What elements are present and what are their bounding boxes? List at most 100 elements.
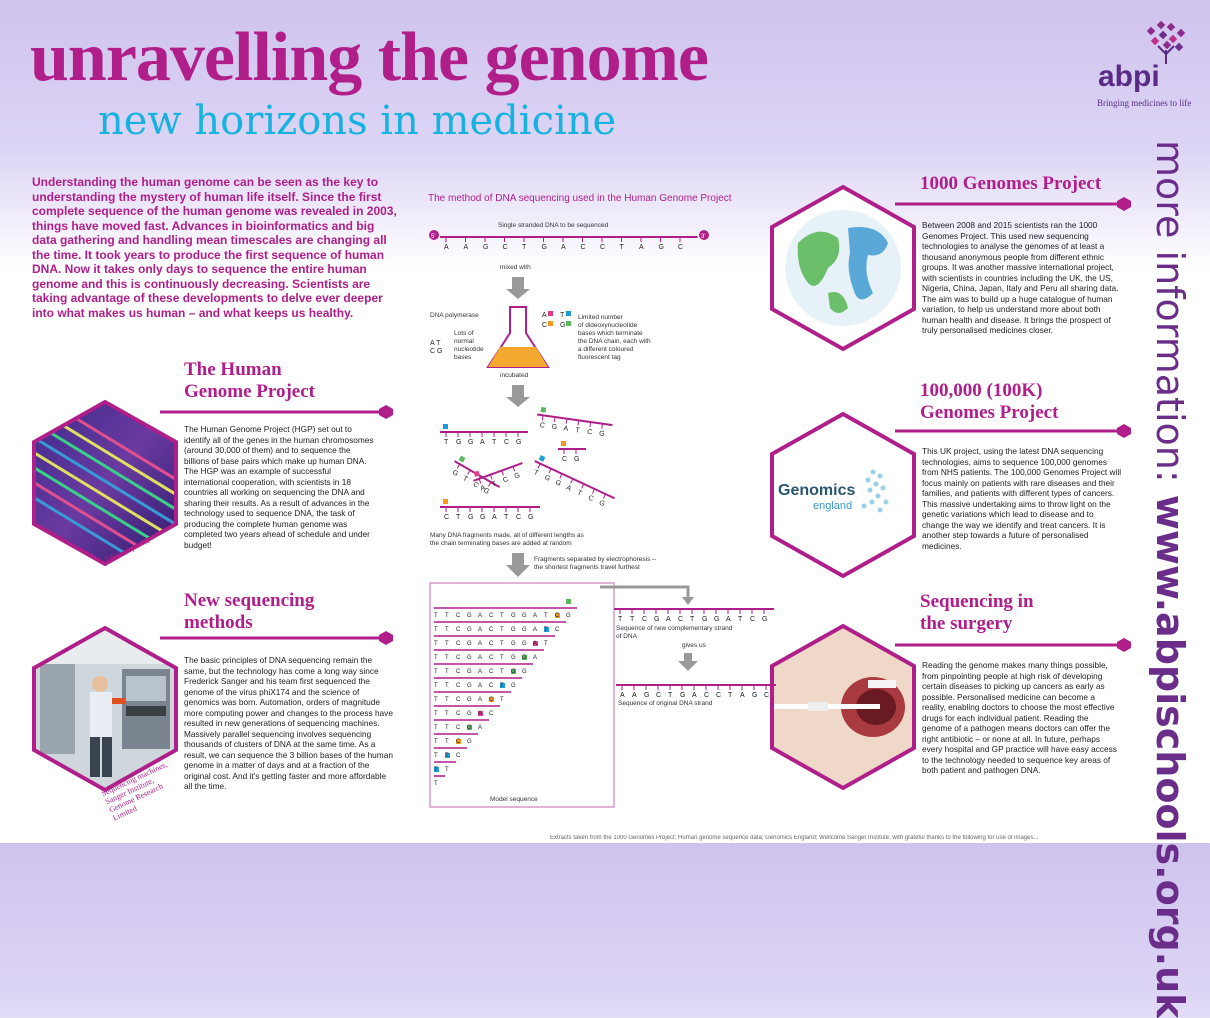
gel-base: A xyxy=(533,627,537,633)
gel-base: G xyxy=(522,641,527,647)
gel-base: G xyxy=(566,613,571,619)
intro-text: Understanding the human genome can be se… xyxy=(32,175,397,320)
gel-tag-icon xyxy=(478,711,483,716)
fragment-base: T xyxy=(491,480,498,488)
gel-base: T xyxy=(445,753,449,759)
sequencing-machines-image xyxy=(32,625,178,793)
page-subtitle: new horizons in medicine xyxy=(98,98,617,144)
gel-tag-icon xyxy=(511,669,516,674)
genomics-logo-line2: england xyxy=(813,500,853,512)
hgp-heading-line1: The Human xyxy=(184,359,282,380)
fragment-tag-icon xyxy=(458,455,466,463)
gel-base: A xyxy=(478,641,482,647)
lots-of-line: normal xyxy=(454,338,474,345)
hgp-heading-line2: Genome Project xyxy=(184,381,316,402)
gel-base: T xyxy=(445,655,449,661)
gel-base: C xyxy=(456,739,461,745)
gel-tag-icon xyxy=(489,697,494,702)
more-info-url[interactable]: www.abpischools.org.uk xyxy=(1148,494,1192,1018)
fragment-base: T xyxy=(444,439,449,446)
gel-base: C xyxy=(555,613,560,619)
gel-base: A xyxy=(478,683,482,689)
abpi-logo-text: abpi xyxy=(1098,60,1160,93)
fragment-base: T xyxy=(492,439,497,446)
fragments-note-2: the chain terminating bases are added at… xyxy=(430,540,572,547)
gel-base: T xyxy=(434,641,438,647)
gel-base: C xyxy=(456,627,461,633)
gel-base: T xyxy=(544,641,548,647)
fragment-base: C xyxy=(539,422,545,430)
gel-base: G xyxy=(522,655,527,661)
complement-base: A xyxy=(726,616,731,623)
fragment-tag-icon xyxy=(443,424,448,429)
g100k-heading-line2: Genomes Project xyxy=(920,402,1059,423)
original-base: T xyxy=(668,692,673,699)
fluorescent-tag-icon xyxy=(548,321,553,326)
gel-base: G xyxy=(467,669,472,675)
fragment-base: G xyxy=(528,514,533,521)
g1000-heading: 1000 Genomes Project xyxy=(920,173,1102,194)
electro-note-2: the shortest fragments travel furthest xyxy=(534,564,640,571)
gel-base: G xyxy=(467,627,472,633)
gel-tag-icon xyxy=(434,767,439,772)
fragment-base: C xyxy=(444,514,449,521)
gel-base: C xyxy=(489,669,494,675)
more-info-prefix: more information: xyxy=(1148,140,1192,483)
gel-base: G xyxy=(467,613,472,619)
original-base: A xyxy=(740,692,745,699)
gel-base: A xyxy=(478,725,482,731)
fragment-base: A xyxy=(480,484,487,492)
original-base: C xyxy=(764,692,769,699)
fragment-base: C xyxy=(587,494,595,502)
gel-base: T xyxy=(434,655,438,661)
gel-base: T xyxy=(500,627,504,633)
lots-of-line: Lots of xyxy=(454,330,474,337)
original-base: A xyxy=(620,692,625,699)
gel-base: G xyxy=(467,683,472,689)
original-base: C xyxy=(704,692,709,699)
mixed-with-label: mixed with xyxy=(500,264,531,271)
complement-base: C xyxy=(750,616,755,623)
gel-base: C xyxy=(489,697,494,703)
gel-base: G xyxy=(511,641,516,647)
original-base: C xyxy=(656,692,661,699)
newseq-heading: New sequencing methods xyxy=(184,590,314,634)
strand-3-label: 3' xyxy=(701,234,705,240)
template-base: G xyxy=(542,244,547,251)
diagram-title: The method of DNA sequencing used in the… xyxy=(428,193,732,204)
fragment-base: G xyxy=(554,479,562,488)
gel-base: G xyxy=(467,697,472,703)
gel-base: T xyxy=(434,781,438,787)
strand-label: Single stranded DNA to be sequenced xyxy=(498,222,609,229)
gel-base: A xyxy=(533,655,537,661)
limited-line: of dideoxynucleotide xyxy=(578,322,638,329)
gel-tag-icon xyxy=(566,599,571,604)
fragment-base: G xyxy=(551,424,557,432)
gel-base: T xyxy=(445,711,449,717)
template-base: G xyxy=(483,244,488,251)
gel-base: T xyxy=(434,767,438,773)
gel-tag-icon xyxy=(544,627,549,632)
lots-of-line: bases xyxy=(454,354,472,361)
gel-base: T xyxy=(500,697,504,703)
tagged-base: C xyxy=(542,322,547,329)
gel-base: T xyxy=(434,739,438,745)
fragment-base: A xyxy=(492,514,497,521)
strand-5-label: 5' xyxy=(431,234,435,240)
gel-base: C xyxy=(489,627,494,633)
gel-base: T xyxy=(544,613,548,619)
fragment-tag-icon xyxy=(443,499,448,504)
gel-base: C xyxy=(456,655,461,661)
fragment-base: C xyxy=(504,439,509,446)
gel-base: A xyxy=(533,613,537,619)
gel-base: G xyxy=(467,725,472,731)
fragment-base: G xyxy=(574,456,579,463)
complement-base: T xyxy=(618,616,623,623)
fluorescent-tag-icon xyxy=(566,321,571,326)
limited-line: fluorescent tag xyxy=(578,354,621,361)
